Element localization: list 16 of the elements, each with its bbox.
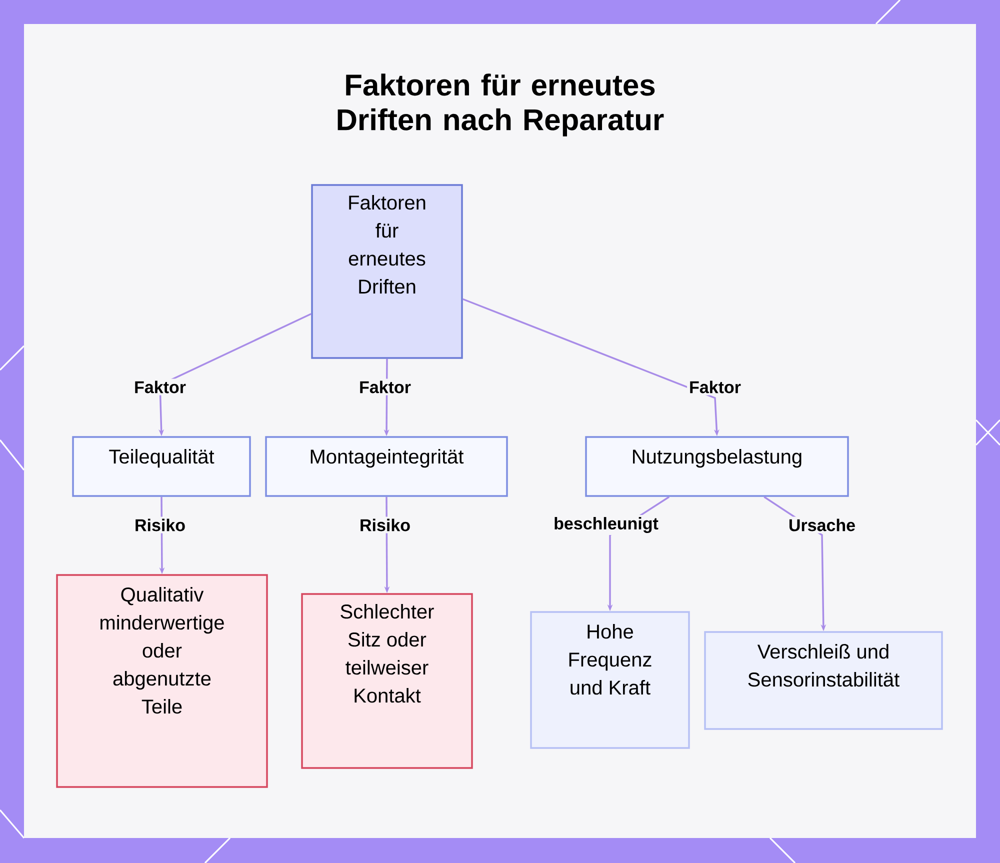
effect-box: Hohe Frequenz und Kraft [530,611,690,749]
root-box: Faktoren für erneutes Driften [311,184,463,359]
edge-label: Ursache [786,516,858,534]
category-box: Nutzungsbelastung [585,436,849,497]
category-box: Montageintegrität [265,436,508,497]
edge-label: Faktor [687,378,743,396]
category-box: Teilequalität [72,436,251,497]
risk-box: Qualitativ minderwertige oder abgenutzte Teile [56,574,268,788]
edge-label: Faktor [357,378,413,396]
edge-label: beschleunigt [552,515,660,535]
effect-box: Verschleiß und Sensorinstabilität [704,631,943,730]
edge-label: Faktor [132,378,188,396]
edge-label: Risiko [358,516,413,534]
risk-box: Schlechter Sitz oder teilweiser Kontakt [301,593,473,769]
title: Faktoren für erneutes Driften nach Reparatur [338,74,664,136]
edge-label: Risiko [132,516,188,534]
